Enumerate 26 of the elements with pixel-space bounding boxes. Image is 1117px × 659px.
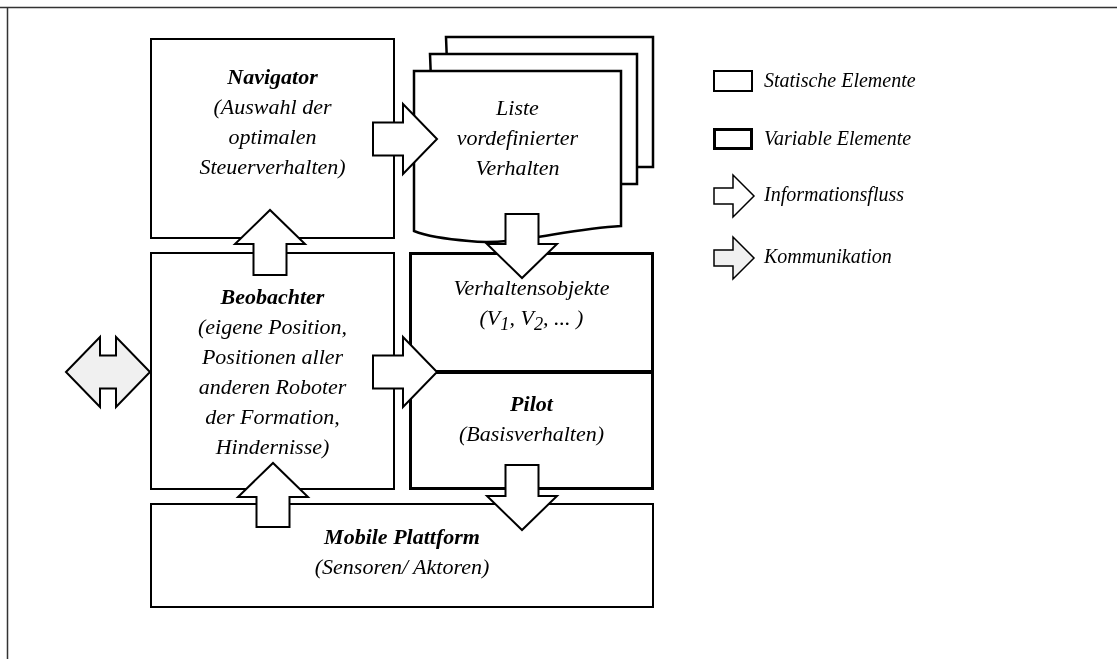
block-arrow: [484, 464, 560, 532]
box-title: Navigator: [226, 63, 319, 91]
block-arrow: [484, 213, 560, 280]
legend-label: Kommunikation: [764, 244, 892, 268]
box-text: (Auswahl der optimalen Steuerverhalten): [198, 93, 347, 181]
process-box: [409, 371, 654, 490]
legend-label: Informationsfluss: [764, 182, 905, 206]
block-arrow: [232, 208, 308, 276]
legend-label: Variable Elemente: [764, 126, 912, 150]
block-arrow: [372, 101, 439, 177]
process-box: [409, 252, 654, 373]
box-title: Mobile Plattform: [322, 523, 481, 551]
process-box: [150, 38, 395, 239]
box-text: Liste vordefinierter Verhalten: [455, 94, 580, 182]
process-box: [150, 252, 395, 490]
box-text: (Basisverhalten): [458, 420, 605, 448]
box-text: Verhaltensobjekte (V$_{1}$, V$_{2}$, ... ): [452, 274, 611, 337]
block-arrow: [235, 461, 311, 528]
box-title: Beobachter: [219, 283, 326, 311]
process-box: [150, 503, 654, 608]
block-arrow: [372, 334, 439, 410]
box-text: (Sensoren/ Aktoren): [313, 553, 491, 581]
legend-label: Statische Elemente: [764, 68, 916, 92]
double-block-arrow: [64, 334, 152, 410]
box-text: (eigene Position, Positionen aller anderen Roboter der Formation, Hindernisse): [196, 313, 349, 461]
box-title: Pilot: [509, 390, 555, 418]
